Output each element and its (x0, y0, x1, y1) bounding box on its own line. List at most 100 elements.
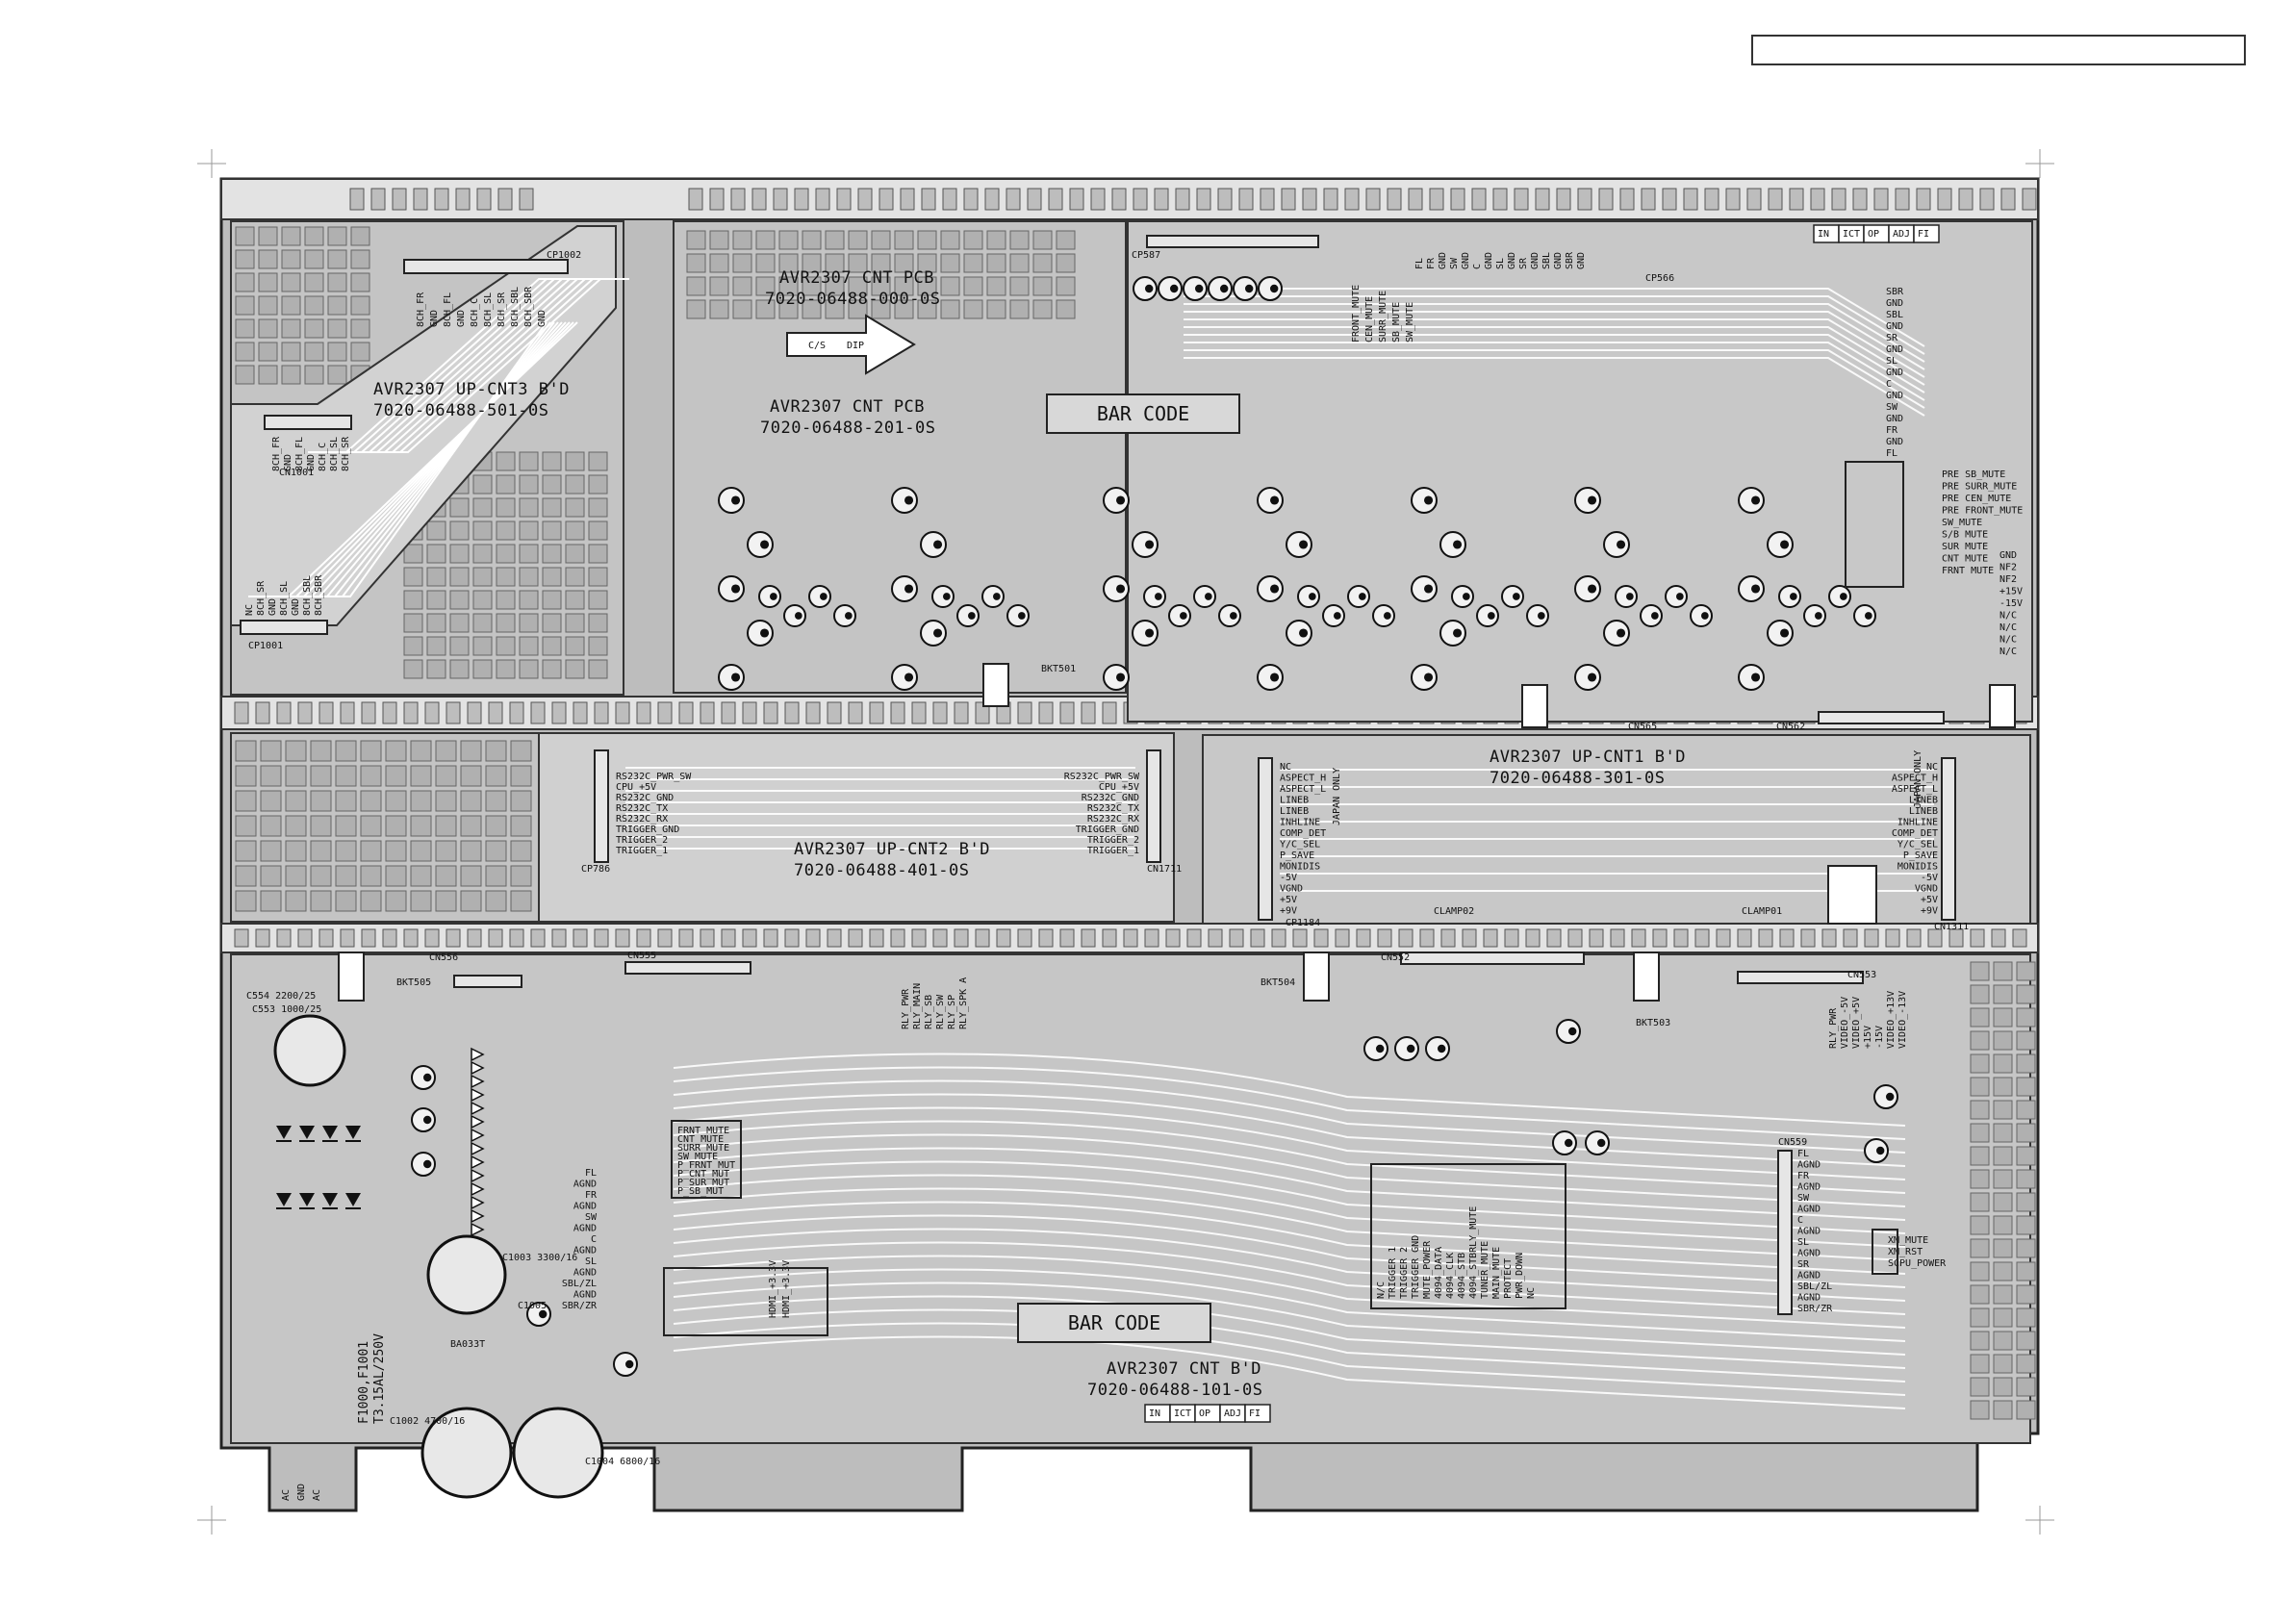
capacitor (1439, 620, 1466, 647)
capacitor-polarity-mark (1588, 584, 1597, 594)
rail-square (1017, 928, 1032, 948)
grid-cell (778, 299, 799, 319)
grid-cell (410, 790, 432, 812)
rail-square (361, 701, 376, 724)
trace (1184, 349, 1925, 409)
grid-cell (1970, 1030, 1990, 1051)
grid-cell (335, 765, 357, 787)
capacitor-polarity-mark (1588, 672, 1597, 682)
grid-cell (588, 497, 608, 518)
pin-label: N/C (1999, 647, 2017, 657)
grid-cell (327, 272, 347, 292)
grid-cell (940, 230, 960, 250)
trace (673, 1214, 1906, 1288)
rail-square (730, 188, 746, 211)
grid-cell (565, 451, 585, 471)
rail-square (509, 701, 524, 724)
grid-cell (435, 815, 457, 837)
pin-label: P_SUR_MUT (677, 1178, 729, 1188)
grid-cell (258, 295, 278, 316)
rail-square (1895, 188, 1910, 211)
grid-cell (848, 276, 868, 296)
ref-clamp01: CLAMP01 (1742, 906, 1782, 917)
pin-label: RS232C_GND (1082, 793, 1139, 803)
grid-cell (281, 365, 301, 385)
grid-cell (235, 295, 255, 316)
check-box-label: IN (1818, 229, 1829, 240)
pin-label: -15V (1874, 1026, 1885, 1049)
pin-label: -15V (1999, 598, 2023, 609)
pin-label: P_SB_MUT (677, 1186, 724, 1197)
rail-square (911, 701, 927, 724)
diode (322, 1193, 338, 1206)
rail-square (657, 928, 673, 948)
pin-label: AGND (1797, 1160, 1821, 1171)
pin-label: GND (1530, 252, 1541, 269)
pin-label: Y/C_SEL (1280, 840, 1320, 850)
rail-square (361, 928, 376, 948)
rail-square (424, 928, 440, 948)
grid-cell (235, 226, 255, 246)
capacitor (1574, 664, 1601, 691)
diode (276, 1193, 292, 1206)
grid-cell (385, 840, 407, 862)
pin-label: TRIGGER_1 (1087, 846, 1139, 856)
rail-square (1927, 928, 1943, 948)
ref-cp1184: CP1184 (1286, 918, 1320, 928)
pin-label: TRIGGER_1 (616, 846, 668, 856)
pin-label: RLY_SP (947, 995, 957, 1029)
pin-label: +15V (1999, 587, 2023, 597)
pin-label: SBR/ZR (562, 1301, 598, 1311)
up-cnt2-code: 7020-06488-401-0S (794, 861, 970, 880)
rail-square (1344, 188, 1360, 211)
pin-label: NC (1526, 1287, 1537, 1299)
pin-label: VGND (1280, 884, 1303, 895)
grid-cell (426, 613, 446, 633)
capacitor-polarity-mark (1145, 540, 1155, 549)
rail-square (1789, 188, 1804, 211)
rail-square (1556, 188, 1571, 211)
capacitor-polarity-mark (423, 1073, 432, 1082)
pin-label: SL (1886, 356, 1897, 367)
grid-cell (385, 765, 407, 787)
grid-cell (410, 740, 432, 762)
grid-cell (871, 299, 891, 319)
grid-cell (235, 342, 255, 362)
capacitor-polarity-mark (760, 628, 770, 638)
grid-cell (472, 544, 493, 564)
trace (673, 1079, 1906, 1154)
rail-square (700, 701, 715, 724)
grid-cell (755, 276, 776, 296)
rail-square (1673, 928, 1689, 948)
rail-square (1356, 928, 1371, 948)
grid-cell (460, 840, 482, 862)
capacitor (1574, 487, 1601, 514)
check-box-label: ICT (1174, 1408, 1191, 1419)
grid-cell (565, 659, 585, 679)
pin-label: GND (283, 454, 293, 471)
grid-cell (986, 276, 1006, 296)
grid-cell (1970, 1331, 1990, 1351)
rail-square (1154, 188, 1169, 211)
grid-cell (435, 740, 457, 762)
grid-cell (260, 815, 282, 837)
grid-cell (449, 613, 470, 633)
rail-square (551, 928, 567, 948)
capacitor-polarity-mark (1155, 593, 1162, 600)
grid-cell (350, 226, 370, 246)
check-box-cell (1244, 1404, 1271, 1423)
grid-cell (403, 613, 423, 633)
grid-cell (940, 299, 960, 319)
ref-cp786: CP786 (581, 864, 610, 875)
grid-cell (1970, 1284, 1990, 1305)
grid-cell (426, 659, 446, 679)
pin-label: +5V (1280, 895, 1297, 905)
capacitor (1411, 575, 1438, 602)
grid-cell (285, 840, 307, 862)
ref-clamp02: CLAMP02 (1434, 906, 1474, 917)
pin-label: RLY_MAIN (912, 983, 923, 1029)
diode (471, 1222, 485, 1237)
grid-cell (1993, 1192, 2013, 1212)
pin-label: GND (1461, 252, 1471, 269)
